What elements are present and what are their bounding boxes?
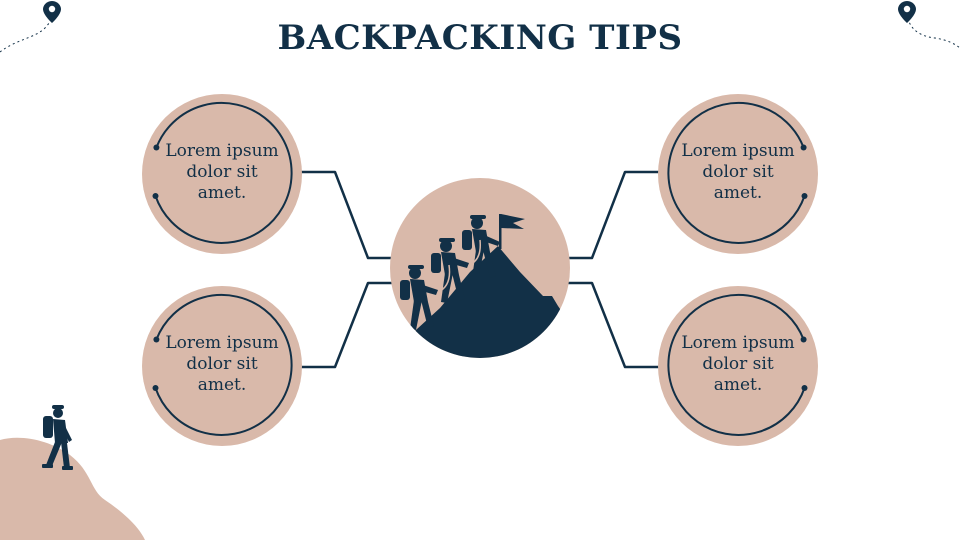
connector-bottom-right [552, 281, 660, 369]
mountain-climbers-icon [390, 178, 570, 358]
tip-text-top-left: Lorem ipsum dolor sit amet. [165, 141, 279, 203]
hiker-silhouette-icon [42, 405, 73, 470]
tip-bubble-bottom-left [142, 286, 302, 446]
location-pin-icon [898, 1, 916, 23]
tip-bubble-bottom-right [658, 286, 818, 446]
location-pin-icon [43, 1, 61, 23]
tip-bubble-top-right [658, 94, 818, 254]
connectors [300, 170, 660, 369]
connector-top-right [552, 170, 660, 260]
tip-text-bottom-left: Lorem ipsum dolor sit amet. [165, 333, 279, 395]
tip-bubble-top-left [142, 94, 302, 254]
page-title: BACKPACKING TIPS [277, 18, 683, 58]
hill-shape [0, 437, 145, 540]
connector-top-left [300, 170, 392, 260]
dashed-route-right [907, 17, 960, 49]
tip-text-top-right: Lorem ipsum dolor sit amet. [681, 141, 795, 203]
tip-text-bottom-right: Lorem ipsum dolor sit amet. [681, 333, 795, 395]
connector-bottom-left [300, 281, 392, 369]
